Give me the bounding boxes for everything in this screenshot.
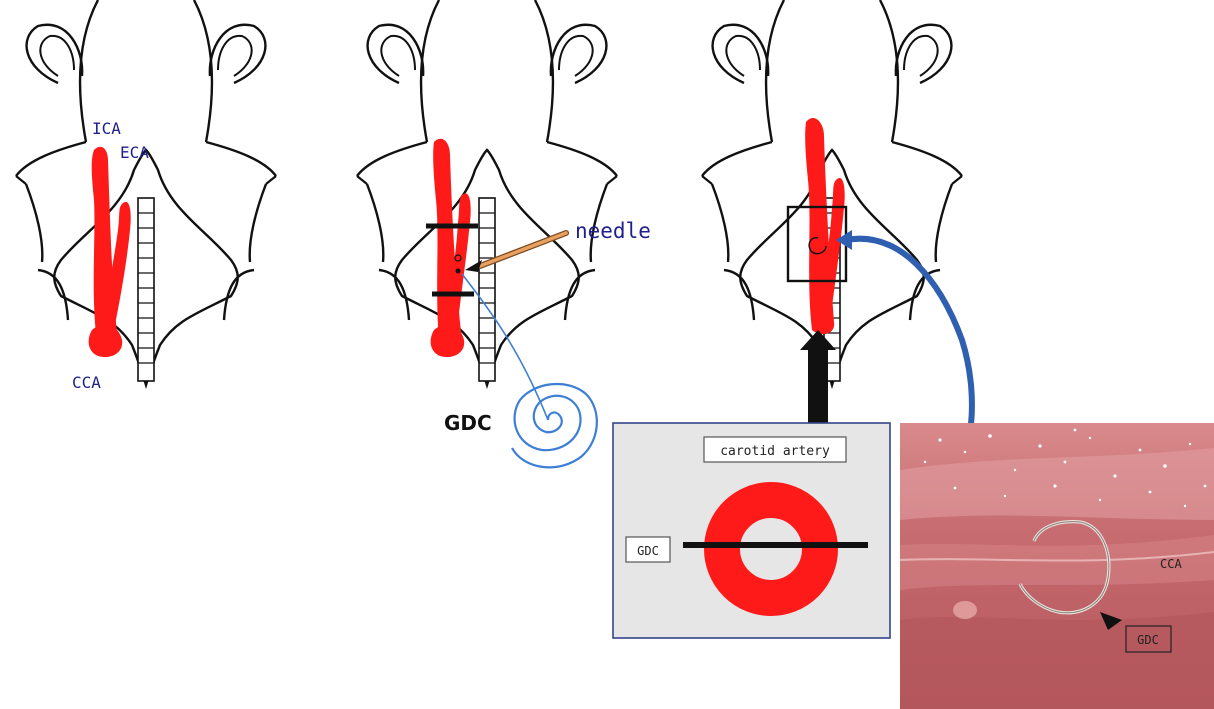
cca-vessel	[89, 325, 123, 357]
label-ica: ICA	[92, 119, 121, 138]
inset-cross-section: carotid artery GDC	[613, 423, 890, 638]
label-gdc-photo: GDC	[1137, 633, 1159, 647]
up-arrow-shaft	[808, 346, 828, 426]
curved-arrow	[846, 239, 972, 432]
microscope-photo: CCA GDC	[900, 423, 1214, 709]
rat-head-2	[357, 0, 617, 385]
panel-3-result	[702, 0, 980, 446]
label-cca: CCA	[72, 373, 101, 392]
label-gdc: GDC	[444, 411, 492, 435]
label-gdc-inset: GDC	[637, 544, 659, 558]
label-carotid-artery: carotid artery	[720, 444, 830, 459]
gdc-coil-icon	[512, 384, 597, 467]
label-needle: needle	[575, 219, 651, 243]
label-cca-photo: CCA	[1160, 557, 1182, 571]
panel-1-anatomy: ICA ECA CCA	[16, 0, 276, 392]
panel-2-puncture: needle GDC	[357, 0, 651, 467]
label-eca: ECA	[120, 143, 149, 162]
puncture-point	[456, 269, 461, 274]
rat-head-1	[16, 0, 276, 385]
